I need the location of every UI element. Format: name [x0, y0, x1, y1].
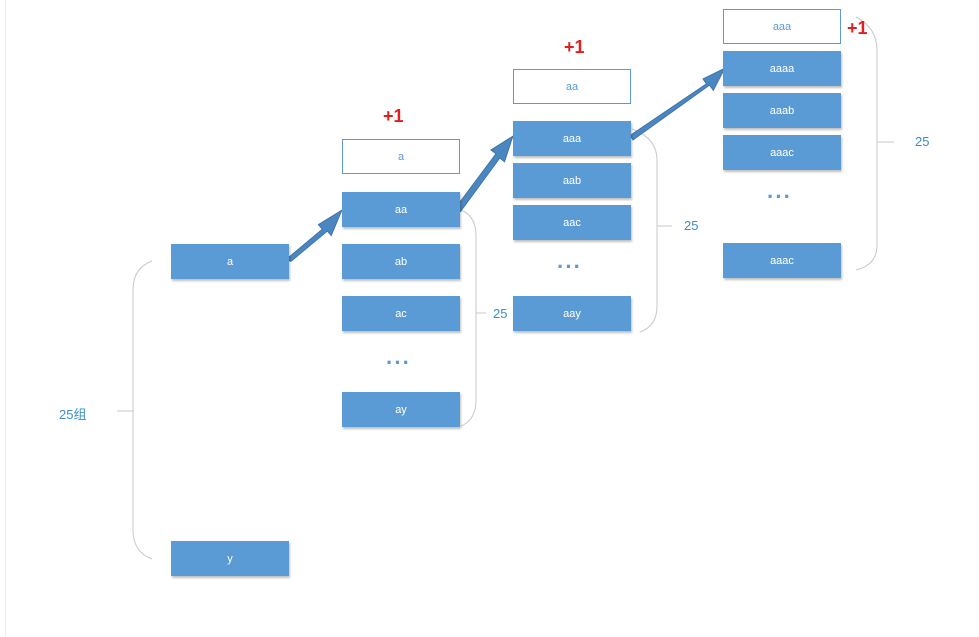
- prefix-box-level3: aaa: [723, 9, 841, 44]
- page-left-rule: [5, 0, 6, 637]
- node-level3-item-1: aaaa: [723, 51, 841, 86]
- plus-one-level1: +1: [383, 106, 404, 126]
- bracket-level2: [631, 128, 658, 333]
- ellipsis-level3: ···: [767, 184, 792, 209]
- node-level1-item-2: ab: [342, 244, 460, 279]
- node-level2-item-1: aaa: [513, 121, 631, 156]
- arrow-root-to-level1: [285, 209, 343, 262]
- arrow-level1-to-level2: [456, 135, 514, 213]
- bracket-level3: [855, 16, 878, 271]
- node-root-first: a: [171, 244, 289, 279]
- count-level2: 25: [684, 218, 699, 233]
- ellipsis-level1: ···: [386, 350, 411, 375]
- node-level3-item-3: aaac: [723, 135, 841, 170]
- arrow-level2-to-level3: [629, 67, 726, 141]
- node-level2-item-3: aac: [513, 205, 631, 240]
- node-level3-item-2: aaab: [723, 93, 841, 128]
- bracket-level1: [460, 209, 477, 427]
- node-level2-last: aay: [513, 296, 631, 331]
- count-level3: 25: [915, 134, 930, 149]
- ellipsis-level2: ···: [557, 254, 582, 279]
- plus-one-level3: +1: [847, 18, 868, 38]
- node-level2-item-2: aab: [513, 163, 631, 198]
- node-level3-last: aaac: [723, 243, 841, 278]
- node-level1-item-3: ac: [342, 296, 460, 331]
- prefix-box-level2: aa: [513, 69, 631, 104]
- node-level1-last: ay: [342, 392, 460, 427]
- prefix-box-level1: a: [342, 139, 460, 174]
- plus-one-level2: +1: [564, 37, 585, 57]
- node-level1-item-1: aa: [342, 192, 460, 227]
- group-count-label: 25组: [59, 407, 87, 422]
- bracket-root: [132, 260, 153, 560]
- node-root-last: y: [171, 541, 289, 576]
- count-level1: 25: [493, 306, 508, 321]
